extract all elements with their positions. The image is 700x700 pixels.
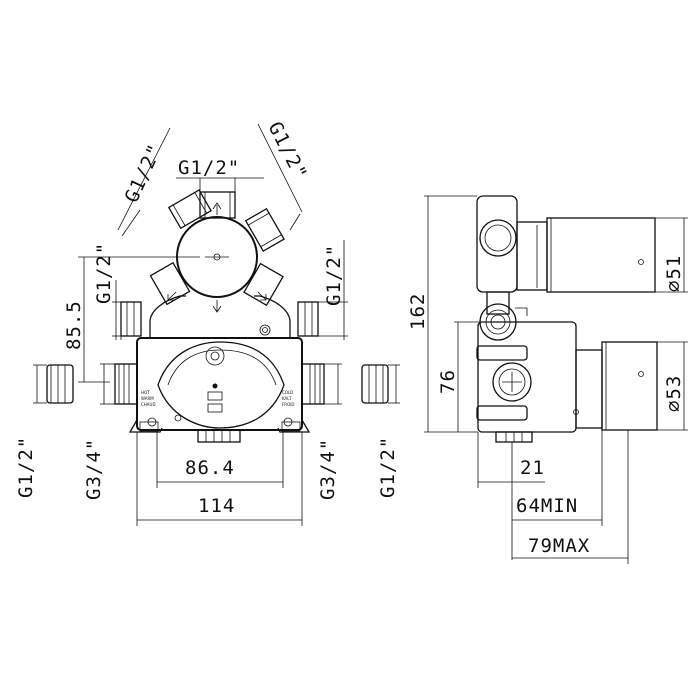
left-body-inlet bbox=[114, 363, 138, 405]
svg-text:KALT: KALT bbox=[282, 396, 292, 401]
right-diag-thread-label: G1/2" bbox=[264, 118, 312, 183]
side-view: 162 76 ⌀51 ⌀53 21 64MIN 79MAX bbox=[407, 195, 688, 564]
svg-text:HOT: HOT bbox=[141, 390, 150, 395]
right-body-inlet bbox=[301, 363, 325, 405]
depth-max-label: 79MAX bbox=[528, 535, 590, 557]
top-inlet-thread-label: G1/2" bbox=[178, 157, 240, 179]
svg-text:COLD: COLD bbox=[282, 390, 293, 395]
depth-min-label: 64MIN bbox=[516, 495, 578, 517]
total-height-label: 162 bbox=[407, 293, 429, 330]
right-loose-fitting bbox=[361, 364, 389, 404]
front-dimension-lines bbox=[33, 123, 400, 526]
valve-body: HOT WARM CHAUD COLD KALT FROID bbox=[128, 324, 311, 443]
side-lower-section bbox=[476, 321, 658, 443]
lower-diameter-label: ⌀53 bbox=[663, 375, 685, 412]
diverter-head bbox=[120, 189, 319, 338]
upper-diameter-label: ⌀51 bbox=[663, 255, 685, 292]
left-loose-fitting bbox=[46, 364, 74, 404]
svg-text:FROID: FROID bbox=[282, 402, 295, 407]
side-dimension-labels: 162 76 ⌀51 ⌀53 21 64MIN 79MAX bbox=[407, 255, 685, 557]
overall-width-label: 114 bbox=[198, 495, 235, 517]
front-dimension-labels: G1/2" G1/2" G1/2" G1/2" G1/2" 85.5 G1/2"… bbox=[15, 118, 399, 517]
left-outer-thread-label: G1/2" bbox=[15, 436, 37, 498]
inner-width-label: 86.4 bbox=[185, 457, 235, 479]
left-side-upper-thread-label: G1/2" bbox=[93, 242, 115, 304]
depth-min-offset-label: 21 bbox=[520, 457, 545, 479]
svg-text:WARM: WARM bbox=[141, 396, 154, 401]
svg-text:CHAUD: CHAUD bbox=[141, 402, 156, 407]
side-upper-section bbox=[476, 195, 656, 341]
lower-height-label: 76 bbox=[437, 369, 459, 394]
front-view: HOT WARM CHAUD COLD KALT FROID bbox=[15, 118, 400, 526]
left-diag-thread-label: G1/2" bbox=[121, 140, 167, 206]
right-side-upper-thread-label: G1/2" bbox=[323, 244, 345, 306]
side-dimension-lines bbox=[424, 195, 688, 564]
height-to-outlet-label: 85.5 bbox=[63, 300, 85, 350]
left-body-thread-label: G3/4" bbox=[83, 438, 105, 500]
right-outer-thread-label: G1/2" bbox=[377, 436, 399, 498]
right-body-thread-label: G3/4" bbox=[317, 438, 339, 500]
